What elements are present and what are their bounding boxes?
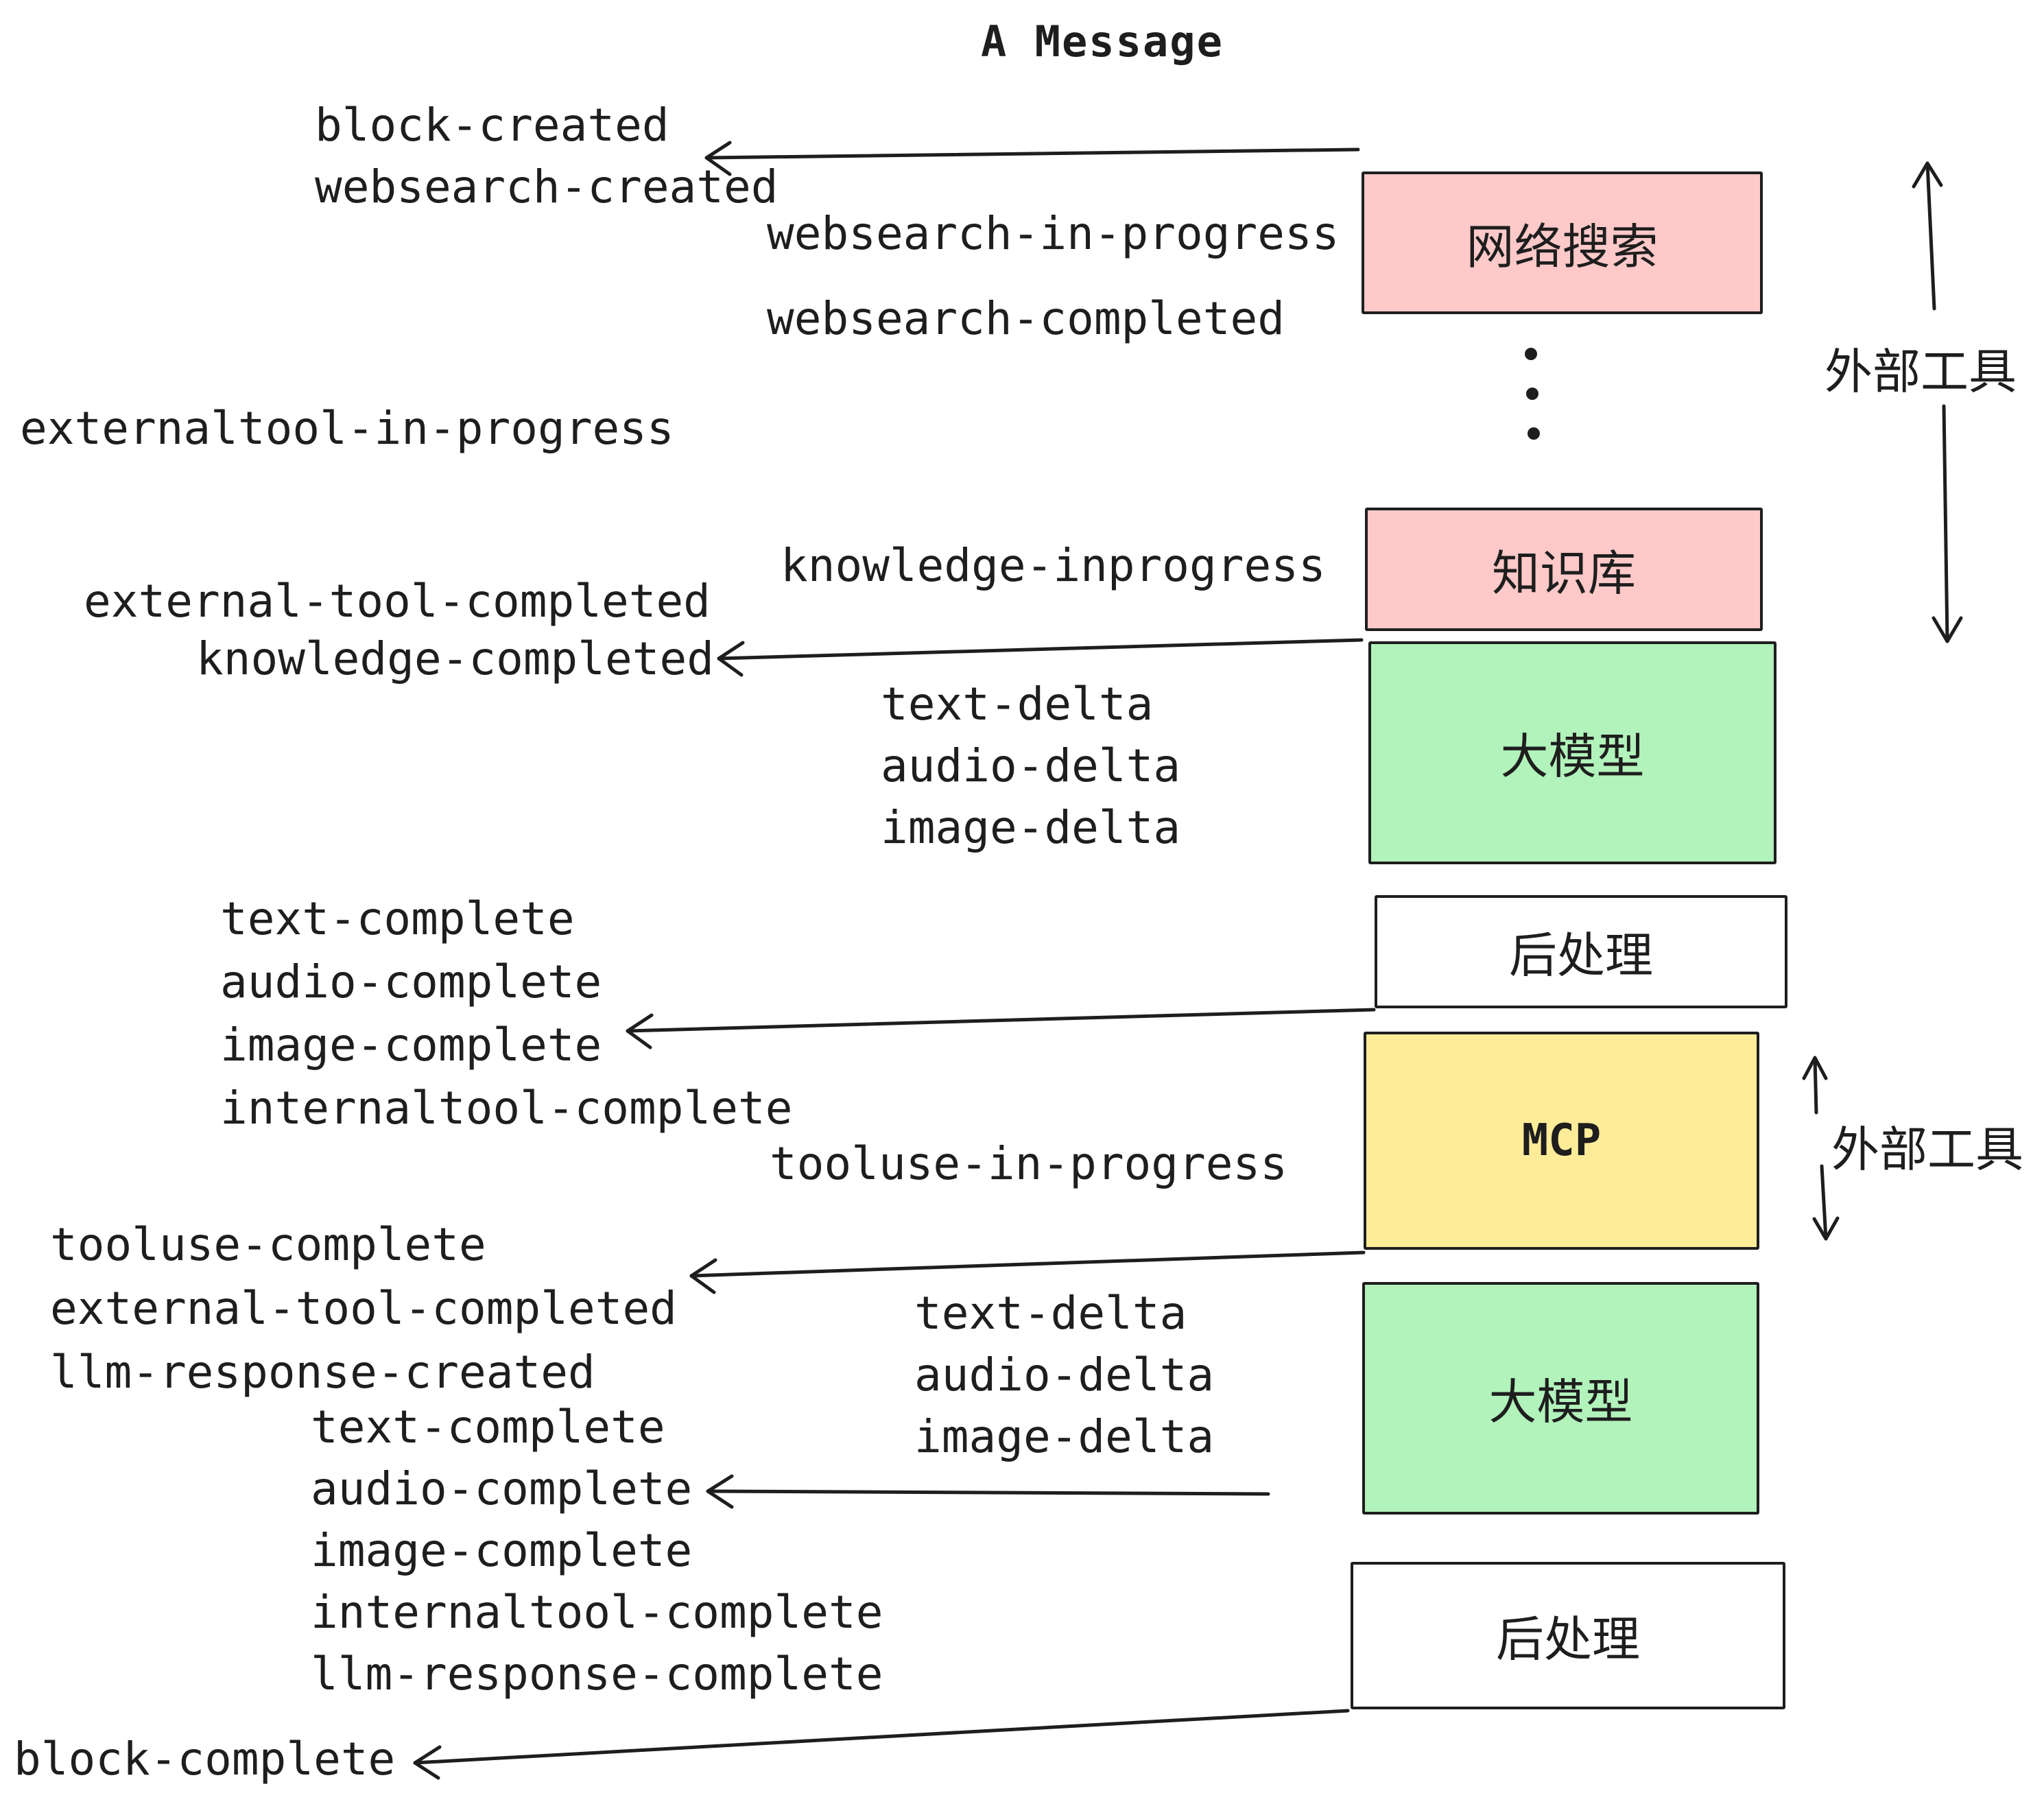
- box-postprocess-1-label: 后处理: [1509, 927, 1653, 984]
- box-knowledge-base: 知识库: [1365, 508, 1763, 631]
- arrow-websearch-created: [704, 141, 1360, 176]
- box-llm-1: 大模型: [1368, 641, 1776, 864]
- label-knowledge-inprogress: knowledge-inprogress: [781, 539, 1326, 592]
- label-delta-group-1: text-delta audio-delta image-delta: [881, 678, 1181, 854]
- label-external-tools-mid: 外部工具: [1831, 1121, 2023, 1178]
- label-block-complete: block-complete: [14, 1733, 396, 1785]
- label-websearch-created: websearch-created: [315, 161, 779, 213]
- box-knowledge-label: 知识库: [1492, 545, 1636, 602]
- label-websearch-in-progress: websearch-in-progress: [767, 207, 1340, 260]
- box-llm-1-label: 大模型: [1500, 728, 1645, 785]
- label-complete-group-2: text-complete audio-complete image-compl…: [311, 1401, 883, 1700]
- arrow-block-complete: [413, 1709, 1350, 1780]
- label-tooluse-in-progress: tooluse-in-progress: [770, 1137, 1287, 1190]
- box-mcp: MCP: [1364, 1032, 1759, 1250]
- label-complete-group-1: text-complete audio-complete image-compl…: [220, 892, 793, 1135]
- box-llm-2-label: 大模型: [1488, 1374, 1633, 1430]
- box-postprocess-2: 后处理: [1351, 1562, 1785, 1709]
- arrow-external-tools-top-up: [1912, 161, 1943, 311]
- box-postprocess-2-label: 后处理: [1496, 1611, 1640, 1667]
- label-external-tool-completed: external-tool-completed: [84, 575, 711, 628]
- arrow-knowledge-completed: [717, 638, 1364, 677]
- box-postprocess-1: 后处理: [1375, 895, 1787, 1008]
- label-externaltool-in-progress: externaltool-in-progress: [20, 402, 674, 455]
- box-websearch: 网络搜索: [1362, 171, 1763, 314]
- label-delta-group-2: text-delta audio-delta image-delta: [914, 1287, 1215, 1463]
- box-websearch-label: 网络搜索: [1466, 218, 1659, 275]
- arrow-external-tools-mid-up: [1802, 1056, 1828, 1115]
- label-websearch-completed: websearch-completed: [767, 292, 1285, 345]
- label-tooluse-complete-group: tooluse-complete external-tool-completed…: [50, 1218, 677, 1399]
- page-title: A Message: [981, 16, 1224, 67]
- arrow-external-tools-top-down: [1932, 404, 1963, 643]
- ellipsis-dots: [1525, 348, 1540, 440]
- label-external-tools-top: 外部工具: [1825, 344, 2017, 400]
- box-llm-2: 大模型: [1362, 1282, 1759, 1515]
- label-knowledge-completed: knowledge-completed: [196, 632, 714, 685]
- box-mcp-label: MCP: [1521, 1115, 1602, 1166]
- label-block-created: block-created: [315, 99, 669, 152]
